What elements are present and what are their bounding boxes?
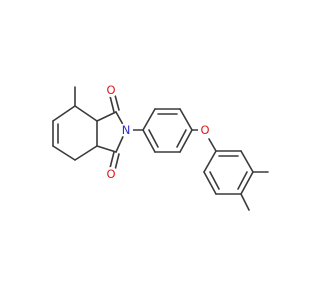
bond-dm-e (203, 171, 217, 195)
bond-o-aryl (208, 138, 217, 152)
bond-imide-a (96, 111, 117, 122)
bond-ring-c (74, 145, 98, 161)
bonds (52, 86, 269, 211)
bond-imide-d (96, 145, 117, 153)
bond-ph-f (142, 129, 156, 153)
bond-dm-b (240, 150, 254, 173)
oxygen-label-bottom: O (106, 167, 115, 181)
bond-ph-inner-3 (148, 129, 159, 148)
bond-carbonyl-bottom-a (109, 151, 115, 169)
bond-methyl-4 (240, 193, 250, 211)
molecule-structure: O O N O (52, 83, 269, 211)
oxygen-label-ether: O (200, 123, 209, 137)
bond-dm-inner-2 (237, 171, 248, 190)
nitrogen-label: N (122, 123, 131, 137)
bond-dm-c (240, 171, 254, 195)
bond-dm-inner-3 (209, 171, 220, 190)
bond-carbonyl-top-a (109, 95, 115, 113)
bond-ph-c (179, 108, 193, 131)
bond-dm-f (203, 150, 217, 173)
bond-ring-d (52, 145, 76, 161)
oxygen-atom-ether: O (198, 123, 212, 137)
bond-ph-d (179, 129, 193, 153)
bond-ring-f (52, 105, 76, 122)
bond-carbonyl-top-b (114, 94, 120, 111)
atom-labels: O O N O (104, 83, 212, 181)
bond-ph-inner-2 (176, 129, 187, 148)
bond-carbonyl-bottom-b (114, 153, 120, 171)
bond-ph-a (142, 108, 156, 131)
oxygen-atom-bottom: O (104, 167, 118, 181)
oxygen-atom-top: O (104, 83, 118, 97)
bond-ring-a (74, 105, 98, 122)
nitrogen-atom: N (119, 123, 133, 137)
oxygen-label-top: O (106, 83, 115, 97)
